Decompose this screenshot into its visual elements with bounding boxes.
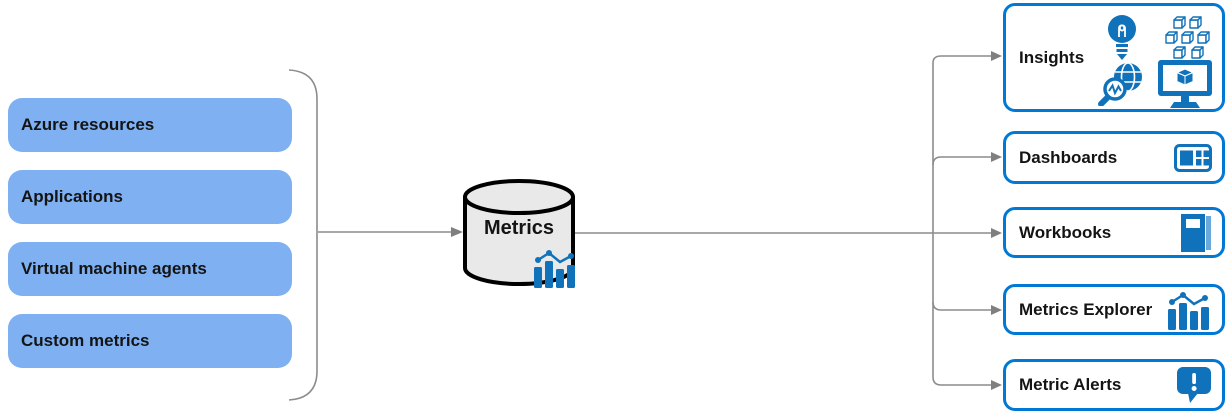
source-label: Virtual machine agents xyxy=(21,259,207,278)
source-label: Azure resources xyxy=(21,115,155,134)
destination-label: Metric Alerts xyxy=(1019,375,1122,394)
destination-insights: Insights xyxy=(1003,3,1225,112)
destination-label: Dashboards xyxy=(1019,147,1118,167)
dashboard-icon xyxy=(1174,143,1212,172)
bar-chart-icon xyxy=(1168,290,1212,330)
destination-dashboards: Dashboards xyxy=(1003,131,1225,184)
cubes-icon xyxy=(1162,16,1216,60)
monitor-cube-icon xyxy=(1156,60,1214,110)
destination-metric-alerts: Metric Alerts xyxy=(1003,359,1225,411)
source-applications: Applications xyxy=(8,170,292,224)
destination-workbooks: Workbooks xyxy=(1003,207,1225,258)
bar-chart-icon xyxy=(534,248,578,288)
destination-label: Workbooks xyxy=(1019,222,1112,242)
source-label: Custom metrics xyxy=(21,331,150,350)
destination-label: Metrics Explorer xyxy=(1019,299,1153,319)
alert-bubble-icon xyxy=(1176,366,1212,404)
arrowheads xyxy=(451,51,1002,390)
metrics-hub-label: Metrics xyxy=(483,217,555,239)
group-bracket xyxy=(288,69,318,401)
source-custom-metrics: Custom metrics xyxy=(8,314,292,368)
lightbulb-icon xyxy=(1104,14,1140,60)
globe-search-icon xyxy=(1098,60,1146,107)
source-azure-resources: Azure resources xyxy=(8,98,292,152)
destination-metrics-explorer: Metrics Explorer xyxy=(1003,284,1225,335)
source-label: Applications xyxy=(21,187,124,206)
source-virtual-machine-agents: Virtual machine agents xyxy=(8,242,292,296)
destination-label: Insights xyxy=(1019,47,1085,67)
workbook-icon xyxy=(1180,213,1212,252)
